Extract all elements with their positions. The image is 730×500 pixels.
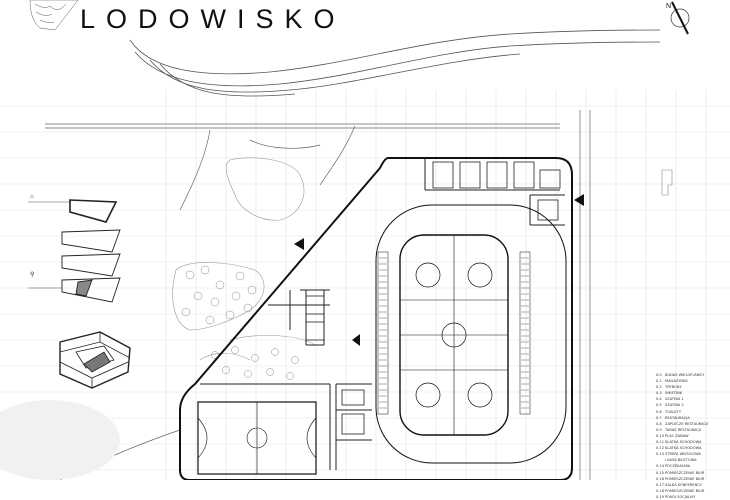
- north-arrow-icon: N: [666, 1, 690, 35]
- site-paths: [45, 110, 591, 480]
- legend-item-number: 0.3: [656, 391, 662, 396]
- ice-rink: [375, 204, 567, 464]
- sports-court: [197, 401, 317, 475]
- neighbor-building: [661, 169, 673, 196]
- park-paths: [172, 157, 316, 361]
- legend-item-number: 0.5: [656, 403, 662, 408]
- svg-text:N: N: [666, 3, 671, 10]
- svg-text:⚲: ⚲: [30, 271, 34, 278]
- legend-item-label: I KASA BILETOWA: [665, 458, 697, 463]
- page-title: LODOWISKO: [80, 4, 346, 34]
- background-texture: [0, 400, 120, 480]
- legend-item-label: SZATNIA 1: [665, 397, 684, 402]
- legend-item-label: KLATKA SCHODOWA: [665, 440, 702, 445]
- legend-item-number: 0.13: [656, 452, 665, 457]
- legend-item-label: TRYBUNY: [665, 385, 682, 390]
- legend-item-label: PLAC ZABAW: [665, 433, 689, 438]
- legend-item-number: 0.2: [656, 385, 662, 390]
- entrance-markers: [294, 194, 584, 346]
- legend-item-number: 0.1: [656, 379, 662, 384]
- trees: [181, 265, 299, 380]
- legend-item-label: BUDAS WIELOFUNKCY: [665, 373, 705, 377]
- legend-item-number: 0.11: [656, 440, 665, 445]
- road: [129, 29, 661, 97]
- legend-item-label: RESTAURACJA: [665, 415, 690, 420]
- legend-item-label: KLATKA SCHODOWA: [665, 446, 702, 451]
- site-plan: N ⌂ ⚲: [0, 0, 730, 480]
- location-map-icon: [29, 0, 79, 31]
- legend-item-label: TOALETY: [665, 409, 682, 414]
- legend-item-number: 0.6: [656, 409, 662, 414]
- layer-diagram: ⌂ ⚲: [28, 194, 121, 303]
- legend-item-number: 0.15: [656, 470, 665, 475]
- legend-item-label: SZATNIA 2: [665, 403, 684, 408]
- legend-item: I KASA BILETOWA: [656, 457, 730, 463]
- legend-item-number: 0.8: [656, 421, 662, 426]
- legend-item-label: TARAS RESTAURACJI: [665, 427, 702, 432]
- legend-item-number: 0.7: [656, 415, 662, 420]
- legend-item-number: 0.19: [656, 494, 665, 499]
- legend-item-number: 0.9: [656, 427, 662, 432]
- legend-item-label: POMIESZCZENIE BIUR: [665, 470, 705, 475]
- legend-item-label: ŚMIETNIK: [665, 391, 683, 396]
- axonometric-model: [59, 331, 131, 389]
- legend-item-label: POCZEKALNIA: [665, 464, 691, 469]
- legend-item-label: MAGAZYNEK: [665, 379, 688, 384]
- legend-item-label: ZAPLECZE RESTAURACJI: [665, 421, 709, 426]
- locker-rooms: [305, 161, 561, 435]
- legend-item-label: STREFA WEJŚCIOWA: [665, 452, 701, 457]
- legend-item-number: 0.12: [656, 446, 665, 451]
- legend-item-number: 0.14: [656, 464, 665, 469]
- bleachers: [379, 257, 529, 409]
- legend-item-label: POMIESZCZENIE BIUR: [665, 476, 705, 481]
- legend-item-number: 0.10: [656, 433, 665, 438]
- legend-item-number: 0.0: [656, 373, 662, 377]
- background-grid: [0, 90, 730, 480]
- legend-item-number: 0.4: [656, 397, 662, 402]
- svg-text:⌂: ⌂: [30, 194, 34, 200]
- legend-item-label: POKÓJ SOCJALNY: [665, 494, 696, 499]
- building-outline: [179, 157, 573, 480]
- legend-item-number: 0.16: [656, 476, 665, 481]
